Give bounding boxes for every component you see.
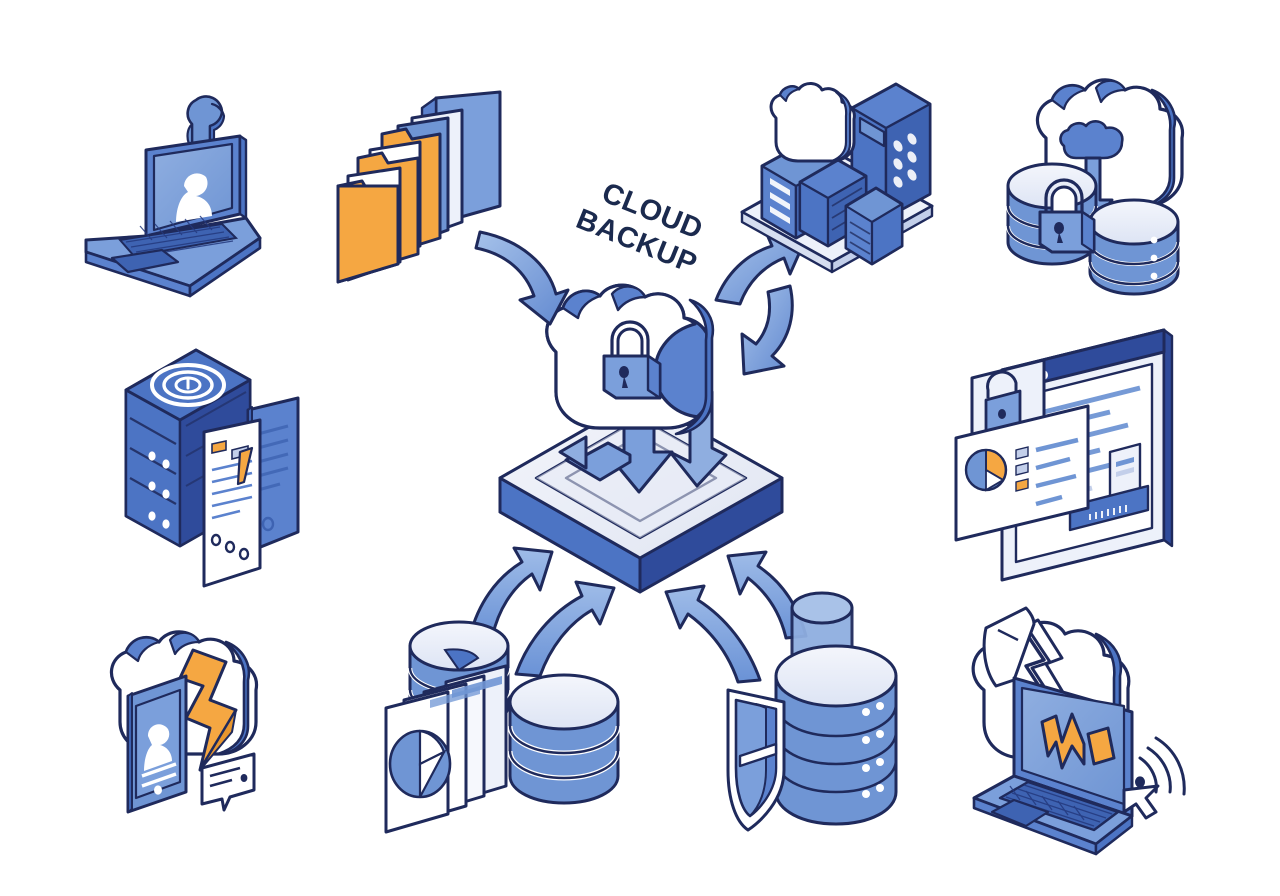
protected-database-with-shield — [726, 591, 898, 832]
power-indicator-icon — [150, 363, 226, 407]
secure-cloud — [545, 283, 715, 436]
padlock-icon — [1038, 178, 1096, 254]
databases-with-analytics-cards — [384, 620, 621, 834]
server-rack-with-document — [124, 348, 300, 588]
wifi-icon — [1138, 736, 1186, 796]
laptop-base — [84, 215, 262, 298]
stacked-file-folders — [336, 90, 502, 284]
laptop-screen — [144, 134, 248, 238]
laptop-with-user-avatar — [84, 95, 262, 298]
cloud-download-to-databases — [1006, 78, 1185, 296]
database-cylinder — [774, 644, 898, 826]
shield-icon — [726, 688, 786, 832]
smartphone-cloud-lightning-alert — [109, 630, 259, 814]
data-center-building — [740, 82, 934, 274]
pie-chart-icon — [388, 729, 452, 799]
pie-chart-icon — [964, 448, 1008, 492]
laptop-data-loss-broken-cloud — [971, 606, 1186, 856]
arrow-datacenter-to-cloud — [740, 284, 794, 376]
status-dots — [862, 702, 884, 798]
central-cloud-platform — [498, 283, 784, 594]
arrow-databases-to-cloud-b — [514, 580, 616, 678]
browser-window-with-security-cards — [954, 328, 1174, 582]
arrow-shield-to-cloud-b — [664, 584, 762, 684]
arrow-folders-to-cloud — [474, 230, 570, 326]
database-cylinder — [1088, 198, 1180, 296]
padlock-icon — [602, 320, 662, 400]
page-title: CLOUD BACKUP — [572, 177, 708, 281]
arrow-databases-to-cloud-a — [468, 546, 554, 640]
database-cylinder — [507, 673, 621, 805]
